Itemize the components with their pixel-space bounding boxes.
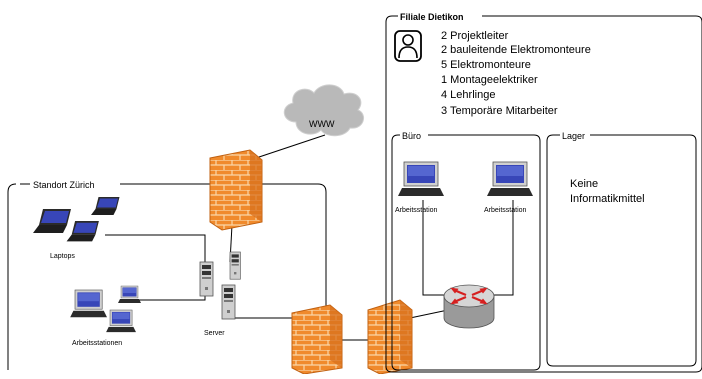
dietikon-title: Filiale Dietikon	[400, 12, 464, 22]
laptop-icon	[33, 209, 71, 233]
router-icon	[443, 284, 495, 329]
cloud-label: WWW	[309, 119, 335, 129]
staff-item: 1 Montageelektriker	[441, 74, 538, 86]
server-tower-icon	[221, 284, 236, 320]
workstation-label: Arbeitsstation	[484, 207, 527, 214]
laptop-icon	[91, 197, 120, 215]
staff-item: 2 Projektleiter	[441, 30, 509, 42]
connections	[105, 134, 514, 341]
buero-title: Büro	[402, 131, 421, 141]
server-tower-icon	[229, 251, 241, 280]
lager-note: Informatikmittel	[570, 193, 645, 205]
laptop-icon	[66, 221, 99, 242]
workstation-label: Arbeitsstation	[395, 207, 438, 214]
staff-item: 4 Lehrlinge	[441, 89, 495, 101]
buero-area: Büro Arbeitsstation Arbeitsstation	[391, 129, 541, 371]
staff-item: 3 Temporäre Mitarbeiter	[441, 105, 558, 117]
laptops-label: Laptops	[50, 253, 75, 260]
workstation-icon	[486, 161, 534, 197]
firewall-icon	[367, 299, 413, 375]
lager-area: Lager Keine Informatikmittel	[546, 129, 697, 367]
firewall-icon	[209, 149, 263, 231]
staff-item: 5 Elektromonteure	[441, 59, 531, 71]
firewall-icon	[291, 304, 343, 375]
workstation-icon	[69, 289, 108, 318]
workstation-icon	[105, 309, 137, 333]
workstation-icon	[397, 161, 445, 197]
lager-title: Lager	[562, 131, 585, 141]
staff-item: 2 bauleitende Elektromonteure	[441, 44, 591, 56]
dietikon-branch: Filiale Dietikon 2 Projektleiter 2 baule…	[385, 10, 702, 373]
zurich-site: Standort Zürich Laptops Arbeitsstationen…	[7, 178, 327, 370]
workstation-icon	[117, 285, 142, 304]
staff-list: 2 Projektleiter 2 bauleitende Elektromon…	[441, 30, 591, 117]
zurich-title: Standort Zürich	[33, 180, 95, 190]
server-label: Server	[204, 330, 225, 337]
lager-note: Keine	[570, 178, 598, 190]
workstations-label: Arbeitsstationen	[72, 340, 122, 347]
server-tower-icon	[199, 261, 214, 297]
person-icon	[394, 30, 422, 62]
www-cloud: WWW	[283, 84, 365, 137]
